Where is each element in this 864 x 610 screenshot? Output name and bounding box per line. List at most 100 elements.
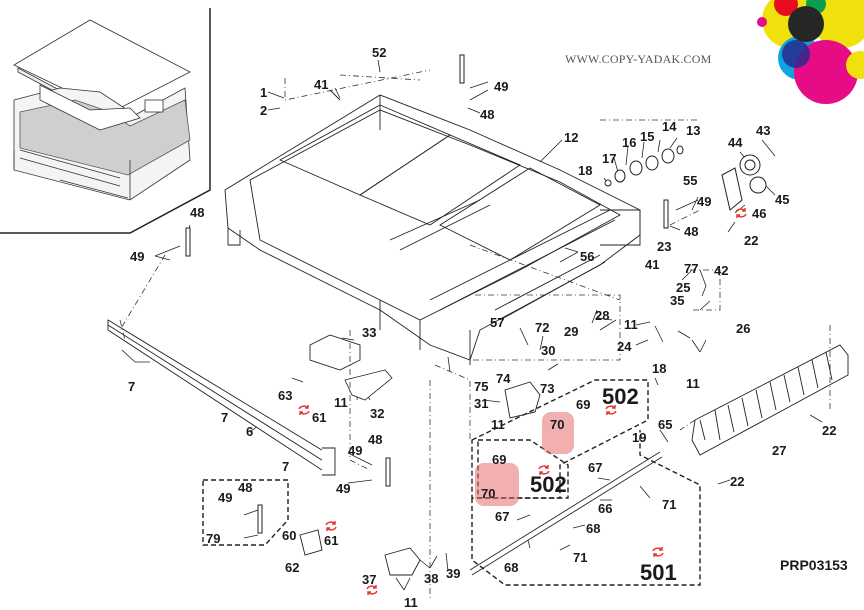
callout-75: 75 [474,379,489,394]
rotation-marker-icon [366,585,378,595]
inset-frame [0,8,211,234]
plate-48-top [459,54,465,84]
callout-73: 73 [540,381,555,396]
callout-56: 56 [580,249,595,264]
plate-48-left [185,227,191,257]
callout-18: 18 [578,163,593,178]
callout-41: 41 [314,77,329,92]
callout-70: 70 [481,486,496,501]
callout-44: 44 [728,135,743,150]
callout-46: 46 [752,206,767,221]
callout-30: 30 [541,343,556,358]
callout-37: 37 [362,572,377,587]
highlight-part-70-lower [475,463,519,506]
callout-71: 71 [573,550,588,565]
callout-49: 49 [697,194,712,209]
callout-33: 33 [362,325,377,340]
callout-55: 55 [683,173,698,188]
callout-14: 14 [662,119,677,134]
callout-62: 62 [285,560,300,575]
holder-part-60 [299,529,323,556]
callout-61: 61 [324,533,339,548]
callout-25: 25 [676,280,691,295]
callout-502: 502 [602,384,639,409]
callout-27: 27 [772,443,787,458]
callout-77: 77 [684,261,699,276]
comb-guide-part-27 [691,344,849,456]
group-box-502-lower [477,439,569,499]
callout-7: 7 [128,379,136,394]
rotation-marker-icon [605,405,617,415]
callout-11: 11 [491,417,505,432]
callout-31: 31 [474,396,489,411]
callout-28: 28 [595,308,610,323]
callout-43: 43 [756,123,771,138]
callout-38: 38 [424,571,439,586]
callout-22: 22 [822,423,837,438]
shaft-part-66 [469,451,663,576]
callout-35: 35 [670,293,685,308]
callout-67: 67 [588,460,603,475]
callout-41: 41 [645,257,660,272]
callout-72: 72 [535,320,550,335]
group-box-501 [471,430,701,586]
callout-18: 18 [652,361,667,376]
block-part-31 [504,381,541,419]
callout-42: 42 [714,263,729,278]
callout-15: 15 [640,129,655,144]
bar-part-6 [107,319,336,476]
plate-48-mid [385,457,391,487]
callout-2: 2 [260,103,268,118]
callout-68: 68 [504,560,519,575]
callout-26: 26 [736,321,751,336]
callout-16: 16 [622,135,637,150]
callout-48: 48 [190,205,205,220]
callout-32: 32 [370,406,385,421]
callout-45: 45 [775,192,790,207]
callout-49: 49 [494,79,509,94]
callout-67: 67 [495,509,510,524]
callout-22: 22 [744,233,759,248]
highlight-part-70-upper [542,412,574,454]
rotation-marker-icon [735,208,747,218]
rotation-marker-icon [325,521,337,531]
bracket-part-37 [384,547,421,576]
callout-11: 11 [404,595,418,610]
callout-6: 6 [246,424,254,439]
callout-1: 1 [260,85,268,100]
callout-501: 501 [640,560,677,585]
callout-74: 74 [496,371,511,386]
callout-7: 7 [221,410,229,425]
callout-79: 79 [206,531,221,546]
rotation-marker-icon [652,547,664,557]
watermark-text: WWW.COPY-YADAK.COM [565,52,712,66]
callout-63: 63 [278,388,293,403]
callout-49: 49 [336,481,351,496]
callout-49: 49 [348,443,363,458]
lever-part-32 [344,369,393,401]
callout-502: 502 [530,472,567,497]
callout-13: 13 [686,123,701,138]
callout-39: 39 [446,566,461,581]
callout-68: 68 [586,521,601,536]
bracket-part-33 [309,334,361,371]
callout-24: 24 [617,339,632,354]
callout-60: 60 [282,528,297,543]
plate-48-box [257,504,263,534]
callout-61: 61 [312,410,327,425]
callout-71: 71 [662,497,677,512]
callout-17: 17 [602,151,617,166]
callout-57: 57 [490,315,505,330]
callout-65: 65 [658,417,673,432]
callout-11: 11 [334,395,348,410]
callout-48: 48 [684,224,699,239]
main-frame-part-12 [224,89,641,365]
rotation-marker-icon [298,405,310,415]
callout-49: 49 [130,249,145,264]
callout-49: 49 [218,490,233,505]
rotation-marker-icon [538,465,550,475]
